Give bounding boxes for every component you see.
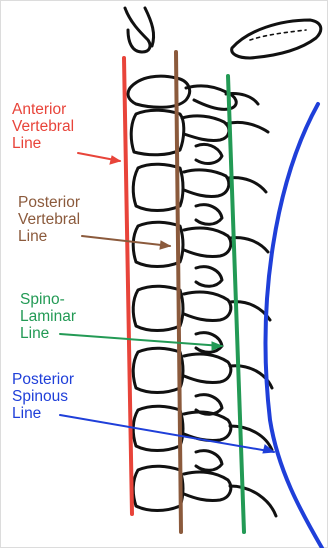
label-line: Vertebral bbox=[18, 211, 80, 228]
skull-base-outline bbox=[125, 8, 321, 58]
reference-lines bbox=[124, 52, 322, 548]
posterior-spinous-line bbox=[266, 104, 322, 548]
label-line: Spinous bbox=[12, 388, 74, 405]
posterior-spinous-label: Posterior Spinous Line bbox=[12, 371, 74, 422]
label-line: Line bbox=[12, 135, 74, 152]
posterior-vertebral-label: Posterior Vertebral Line bbox=[18, 194, 80, 245]
label-line: Vertebral bbox=[12, 118, 74, 135]
vertebrae bbox=[128, 76, 276, 516]
label-line: Posterior bbox=[12, 371, 74, 388]
label-line: Line bbox=[20, 325, 76, 342]
label-line: Line bbox=[18, 228, 80, 245]
label-line: Spino- bbox=[20, 291, 76, 308]
spino-laminar-label: Spino- Laminar Line bbox=[20, 291, 76, 342]
label-line: Anterior bbox=[12, 101, 74, 118]
label-line: Line bbox=[12, 405, 74, 422]
posterior-vertebral-line bbox=[176, 52, 181, 532]
anterior-arrow bbox=[78, 153, 120, 164]
label-line: Laminar bbox=[20, 308, 76, 325]
label-line: Posterior bbox=[18, 194, 80, 211]
anterior-vertebral-label: Anterior Vertebral Line bbox=[12, 101, 74, 152]
